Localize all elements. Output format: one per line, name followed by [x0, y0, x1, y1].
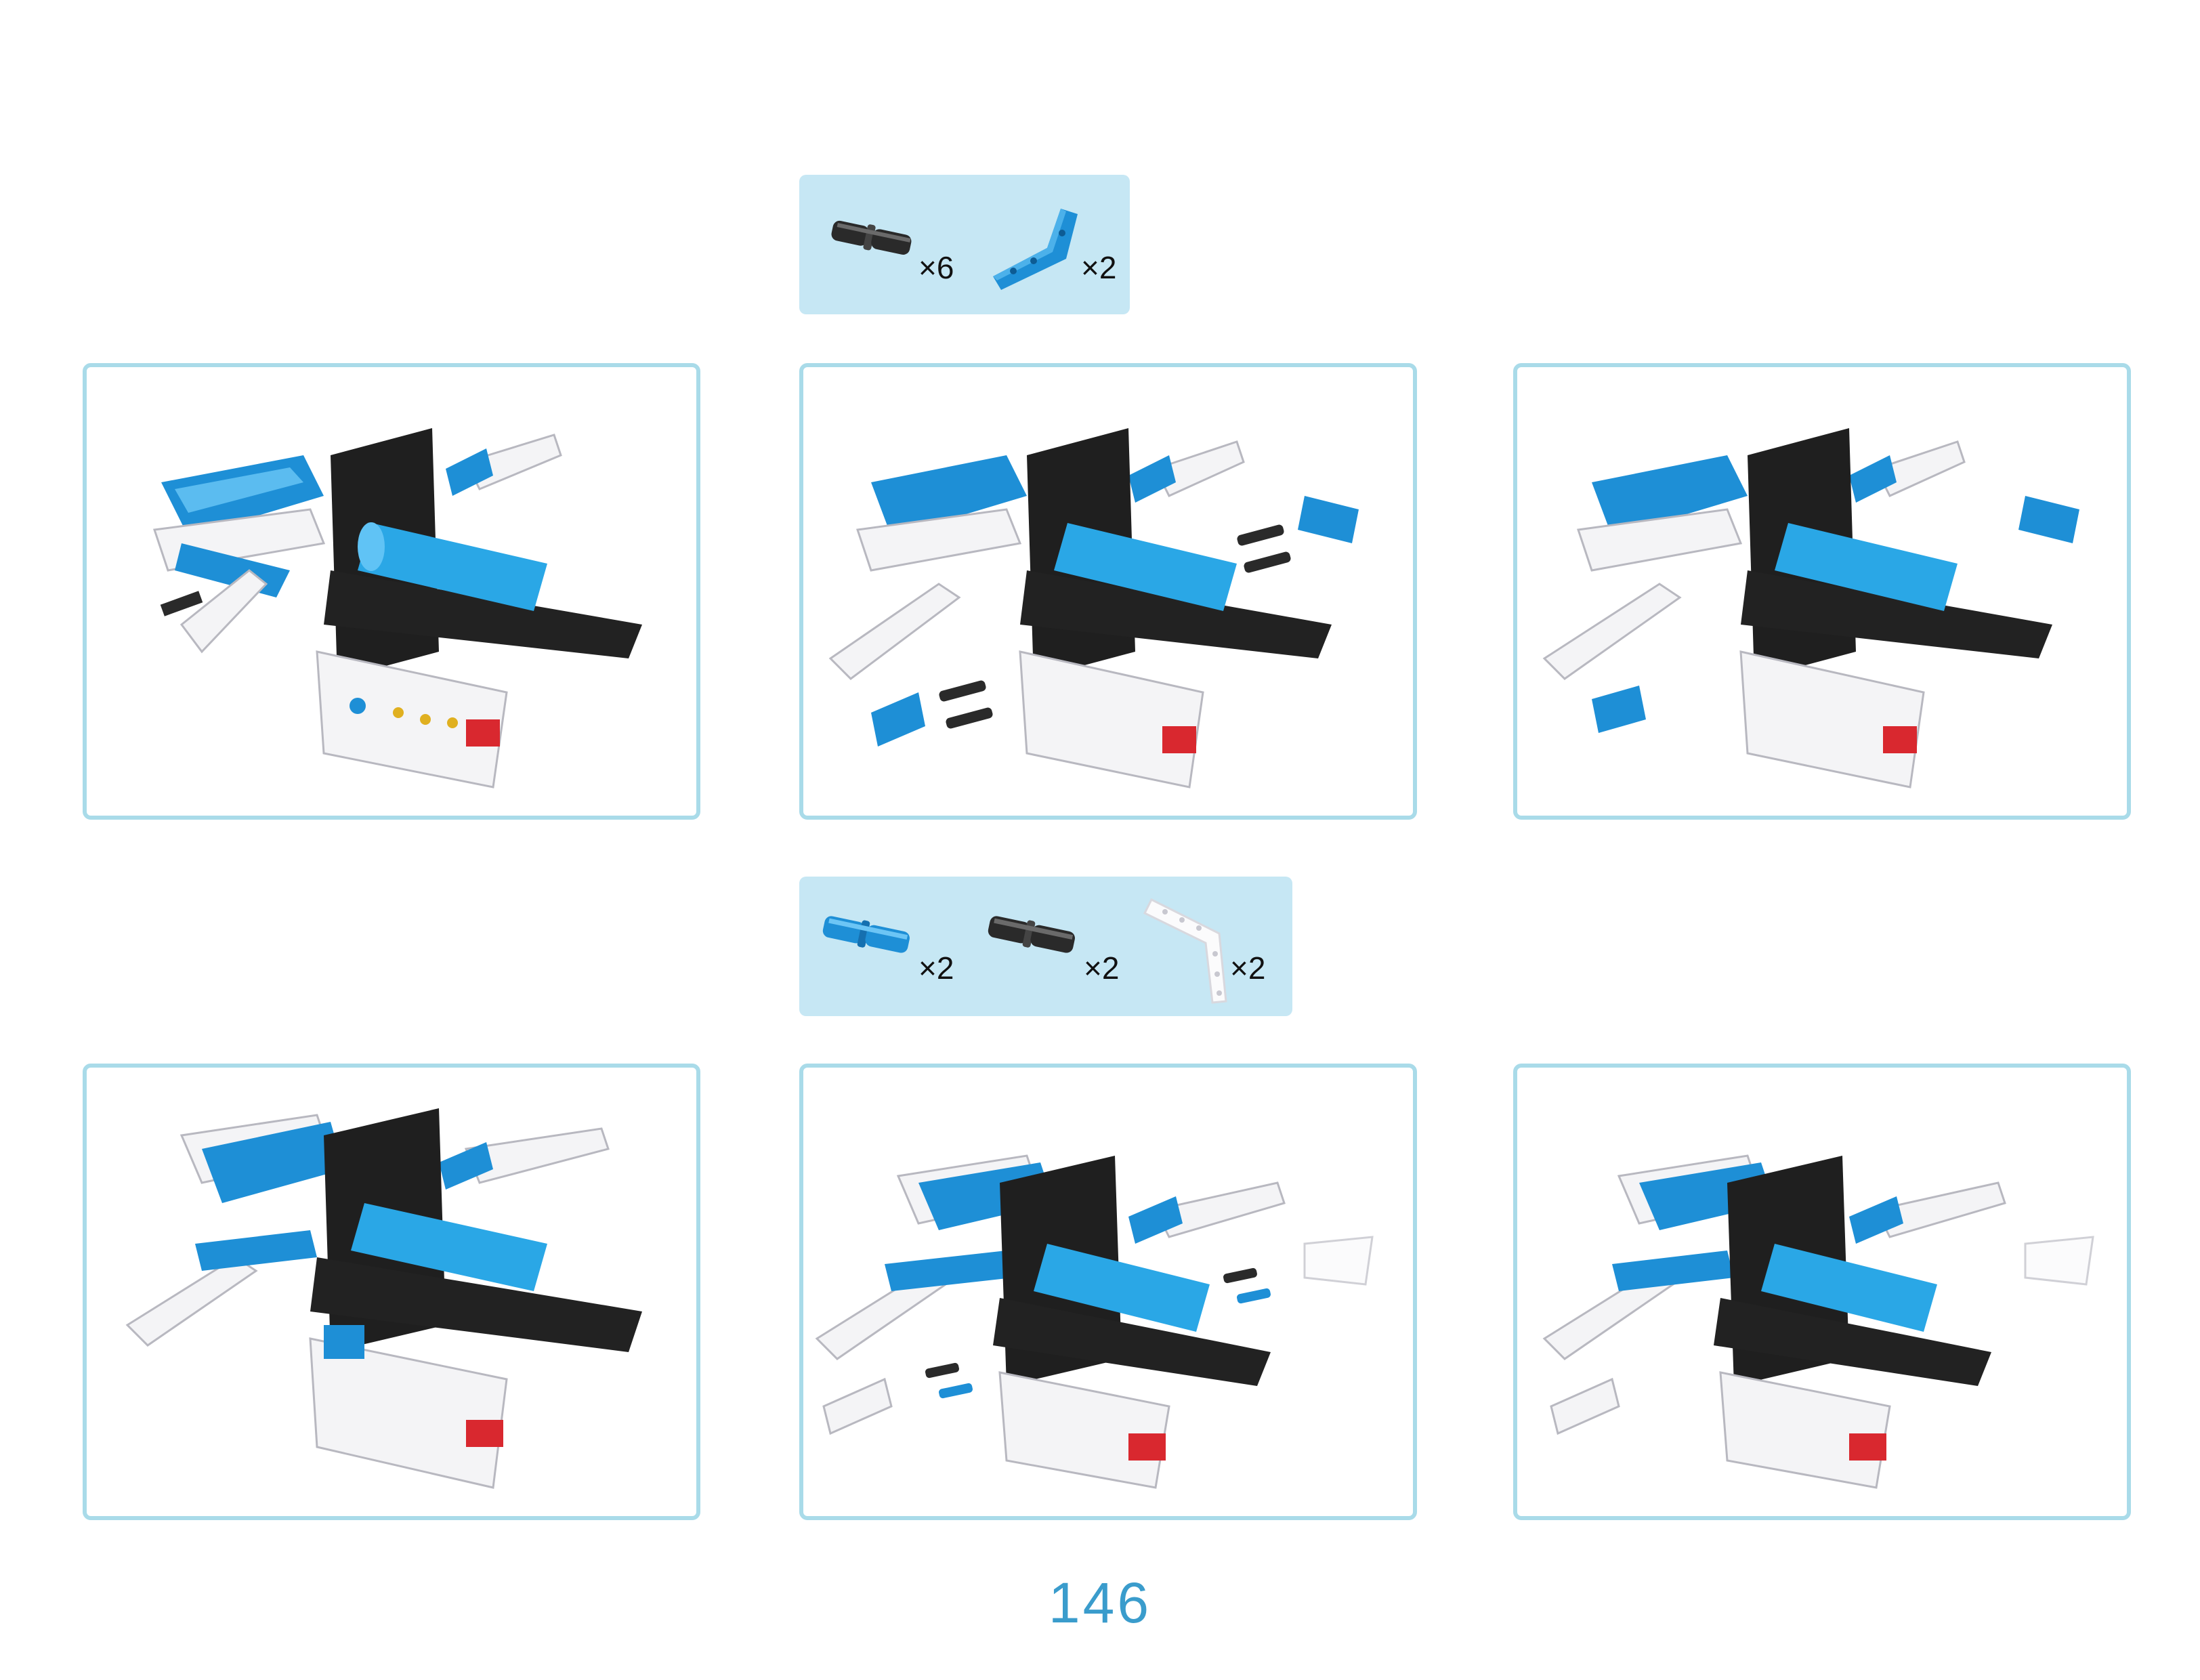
black-axle-pin-icon: [824, 202, 918, 283]
robot-assembly-illustration: [1517, 1068, 2127, 1516]
part-white-angled-beam: ×2: [1138, 877, 1287, 1016]
part-qty: ×2: [918, 950, 954, 986]
part-black-axle-pin: ×6: [824, 175, 959, 314]
robot-assembly-illustration: [87, 367, 696, 816]
part-qty: ×6: [918, 249, 954, 286]
assembly-step-6-panel: [1513, 1064, 2131, 1520]
robot-assembly-illustration: [803, 1068, 1413, 1516]
part-black-axle-pin: ×2: [982, 877, 1131, 1016]
white-angled-beam-icon: [1138, 886, 1246, 1008]
assembly-step-5-panel: [799, 1064, 1417, 1520]
page-number: 146: [0, 1570, 2200, 1636]
assembly-step-2-panel: [799, 363, 1417, 820]
robot-assembly-illustration: [803, 367, 1413, 816]
parts-box-top: ×6 ×2: [799, 175, 1130, 314]
part-blue-angled-beam: ×2: [986, 175, 1122, 314]
assembly-step-3-panel: [1513, 363, 2131, 820]
robot-assembly-illustration: [1517, 367, 2127, 816]
assembly-step-1-panel: [83, 363, 700, 820]
parts-box-middle: ×2 ×2 ×2: [799, 877, 1292, 1016]
part-qty: ×2: [1081, 249, 1116, 286]
black-axle-pin-icon: [982, 897, 1084, 978]
part-blue-axle-pin: ×2: [817, 877, 966, 1016]
part-qty: ×2: [1230, 950, 1265, 986]
robot-assembly-illustration: [87, 1068, 696, 1516]
blue-axle-pin-icon: [817, 897, 918, 978]
assembly-step-4-panel: [83, 1064, 700, 1520]
part-qty: ×2: [1084, 950, 1119, 986]
blue-angled-beam-icon: [986, 195, 1081, 290]
